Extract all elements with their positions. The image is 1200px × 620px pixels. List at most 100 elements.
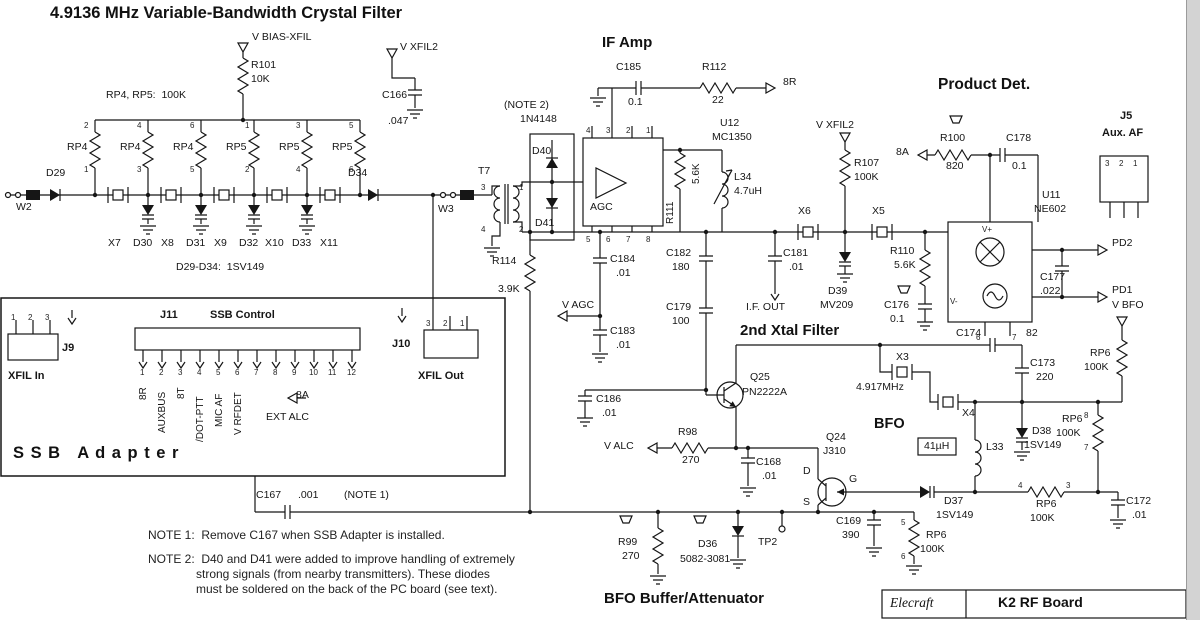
component-label: T7	[478, 165, 491, 177]
component-label: X3	[896, 351, 909, 363]
component-label: C184	[610, 253, 636, 265]
component-label: 1	[140, 368, 145, 377]
component-label: 270	[682, 454, 700, 466]
component-label: 4	[586, 126, 591, 135]
component-label: C182	[666, 247, 692, 259]
component-label: C183	[610, 325, 636, 337]
component-label: 3	[45, 313, 50, 322]
component-label: XFIL In	[8, 370, 45, 382]
component-label: .01	[616, 267, 631, 279]
component-label: NE602	[1034, 203, 1067, 215]
component-label: X9	[214, 237, 227, 249]
component-label: 22	[712, 94, 724, 106]
component-label: J11	[160, 309, 178, 321]
q24-jfet	[817, 477, 847, 507]
component-label: G	[849, 473, 858, 485]
j10-connector-box	[423, 329, 479, 359]
section-label-bfo: BFO	[874, 416, 905, 432]
component-label: D	[803, 465, 811, 477]
component-label: X10	[265, 237, 284, 249]
component-label: D37	[944, 495, 964, 507]
component-label: 220	[1036, 371, 1054, 383]
component-label: D41	[535, 217, 555, 229]
component-label: 1	[11, 313, 16, 322]
u12-amp-triangle	[595, 167, 628, 199]
scrollbar-area[interactable]	[1186, 0, 1200, 620]
component-label: C169	[836, 515, 862, 527]
j9-connector-box	[7, 333, 59, 361]
component-label: U11	[1042, 189, 1061, 201]
junction-dots	[92, 117, 1101, 515]
note-2-line-1: NOTE 2: D40 and D41 were added to improv…	[148, 552, 515, 566]
note-2-line-3: must be soldered on the back of the PC b…	[196, 582, 498, 596]
component-label: X4	[962, 407, 975, 419]
component-label: RP4	[67, 141, 88, 153]
component-label: V RFDET	[233, 392, 244, 435]
component-label: Q24	[826, 431, 846, 443]
component-label: X8	[161, 237, 174, 249]
component-label: C186	[596, 393, 622, 405]
component-label: X7	[108, 237, 121, 249]
component-label: J9	[62, 342, 75, 354]
component-label: 8R	[783, 76, 797, 88]
component-label: 7	[626, 235, 631, 244]
component-label: 2	[84, 121, 89, 130]
j5-connector-box	[1099, 155, 1149, 203]
component-label: 6	[235, 368, 240, 377]
component-label: 4	[1018, 481, 1023, 490]
component-label: TP2	[758, 536, 778, 548]
component-label: 2	[159, 368, 164, 377]
component-label: D32	[239, 237, 259, 249]
component-label: R110	[890, 245, 915, 257]
component-label: R101	[251, 59, 277, 71]
q25-transistor	[716, 381, 744, 409]
component-label: 8	[1084, 411, 1089, 420]
component-label: I.F. OUT	[746, 301, 786, 313]
component-label: R111	[665, 201, 676, 224]
component-label: .001	[298, 489, 319, 501]
page-title: 4.9136 MHz Variable-Bandwidth Crystal Fi…	[50, 4, 403, 22]
component-label: R99	[618, 536, 638, 548]
component-label: 4	[296, 165, 301, 174]
component-label: RP5	[279, 141, 300, 153]
component-label: .01	[762, 470, 777, 482]
component-label: 10K	[251, 73, 270, 85]
l33-value-box	[917, 437, 957, 456]
component-label: 8R	[138, 387, 149, 400]
component-label: 1	[84, 165, 89, 174]
component-label: C177	[1040, 271, 1066, 283]
component-label: 2	[1119, 159, 1124, 168]
component-label: AGC	[590, 201, 613, 213]
component-label: 4	[197, 368, 202, 377]
j11-connector-box	[134, 327, 361, 351]
component-label: V BIAS-XFIL	[252, 31, 312, 43]
component-label: R107	[854, 157, 880, 169]
component-label: 3	[1066, 481, 1071, 490]
component-label: V XFIL2	[400, 41, 438, 53]
component-label: 5.6K	[894, 259, 916, 271]
component-label: 2	[626, 126, 631, 135]
component-label: 8	[273, 368, 278, 377]
component-label: 12	[347, 368, 356, 377]
component-label: PD2	[1112, 237, 1133, 249]
component-label: C172	[1126, 495, 1152, 507]
component-label: .01	[789, 261, 804, 273]
component-label: W2	[16, 201, 32, 213]
component-label: 10	[309, 368, 318, 377]
component-label: 270	[622, 550, 640, 562]
component-label: 4	[481, 225, 486, 234]
component-label: 6	[349, 165, 354, 174]
component-label: 9	[292, 368, 297, 377]
component-label: 5.6K	[691, 163, 702, 184]
component-label: SSB Control	[210, 309, 275, 321]
w3-bead	[460, 190, 474, 200]
u11-mixer-symbol	[975, 237, 1008, 309]
component-label: PN2222A	[742, 386, 787, 398]
component-label: J310	[823, 445, 846, 457]
component-label: D36	[698, 538, 718, 550]
component-label: RP4	[173, 141, 194, 153]
component-label: V AGC	[562, 299, 595, 311]
component-label: 3	[178, 368, 183, 377]
note-1: NOTE 1: Remove C167 when SSB Adapter is …	[148, 528, 445, 542]
